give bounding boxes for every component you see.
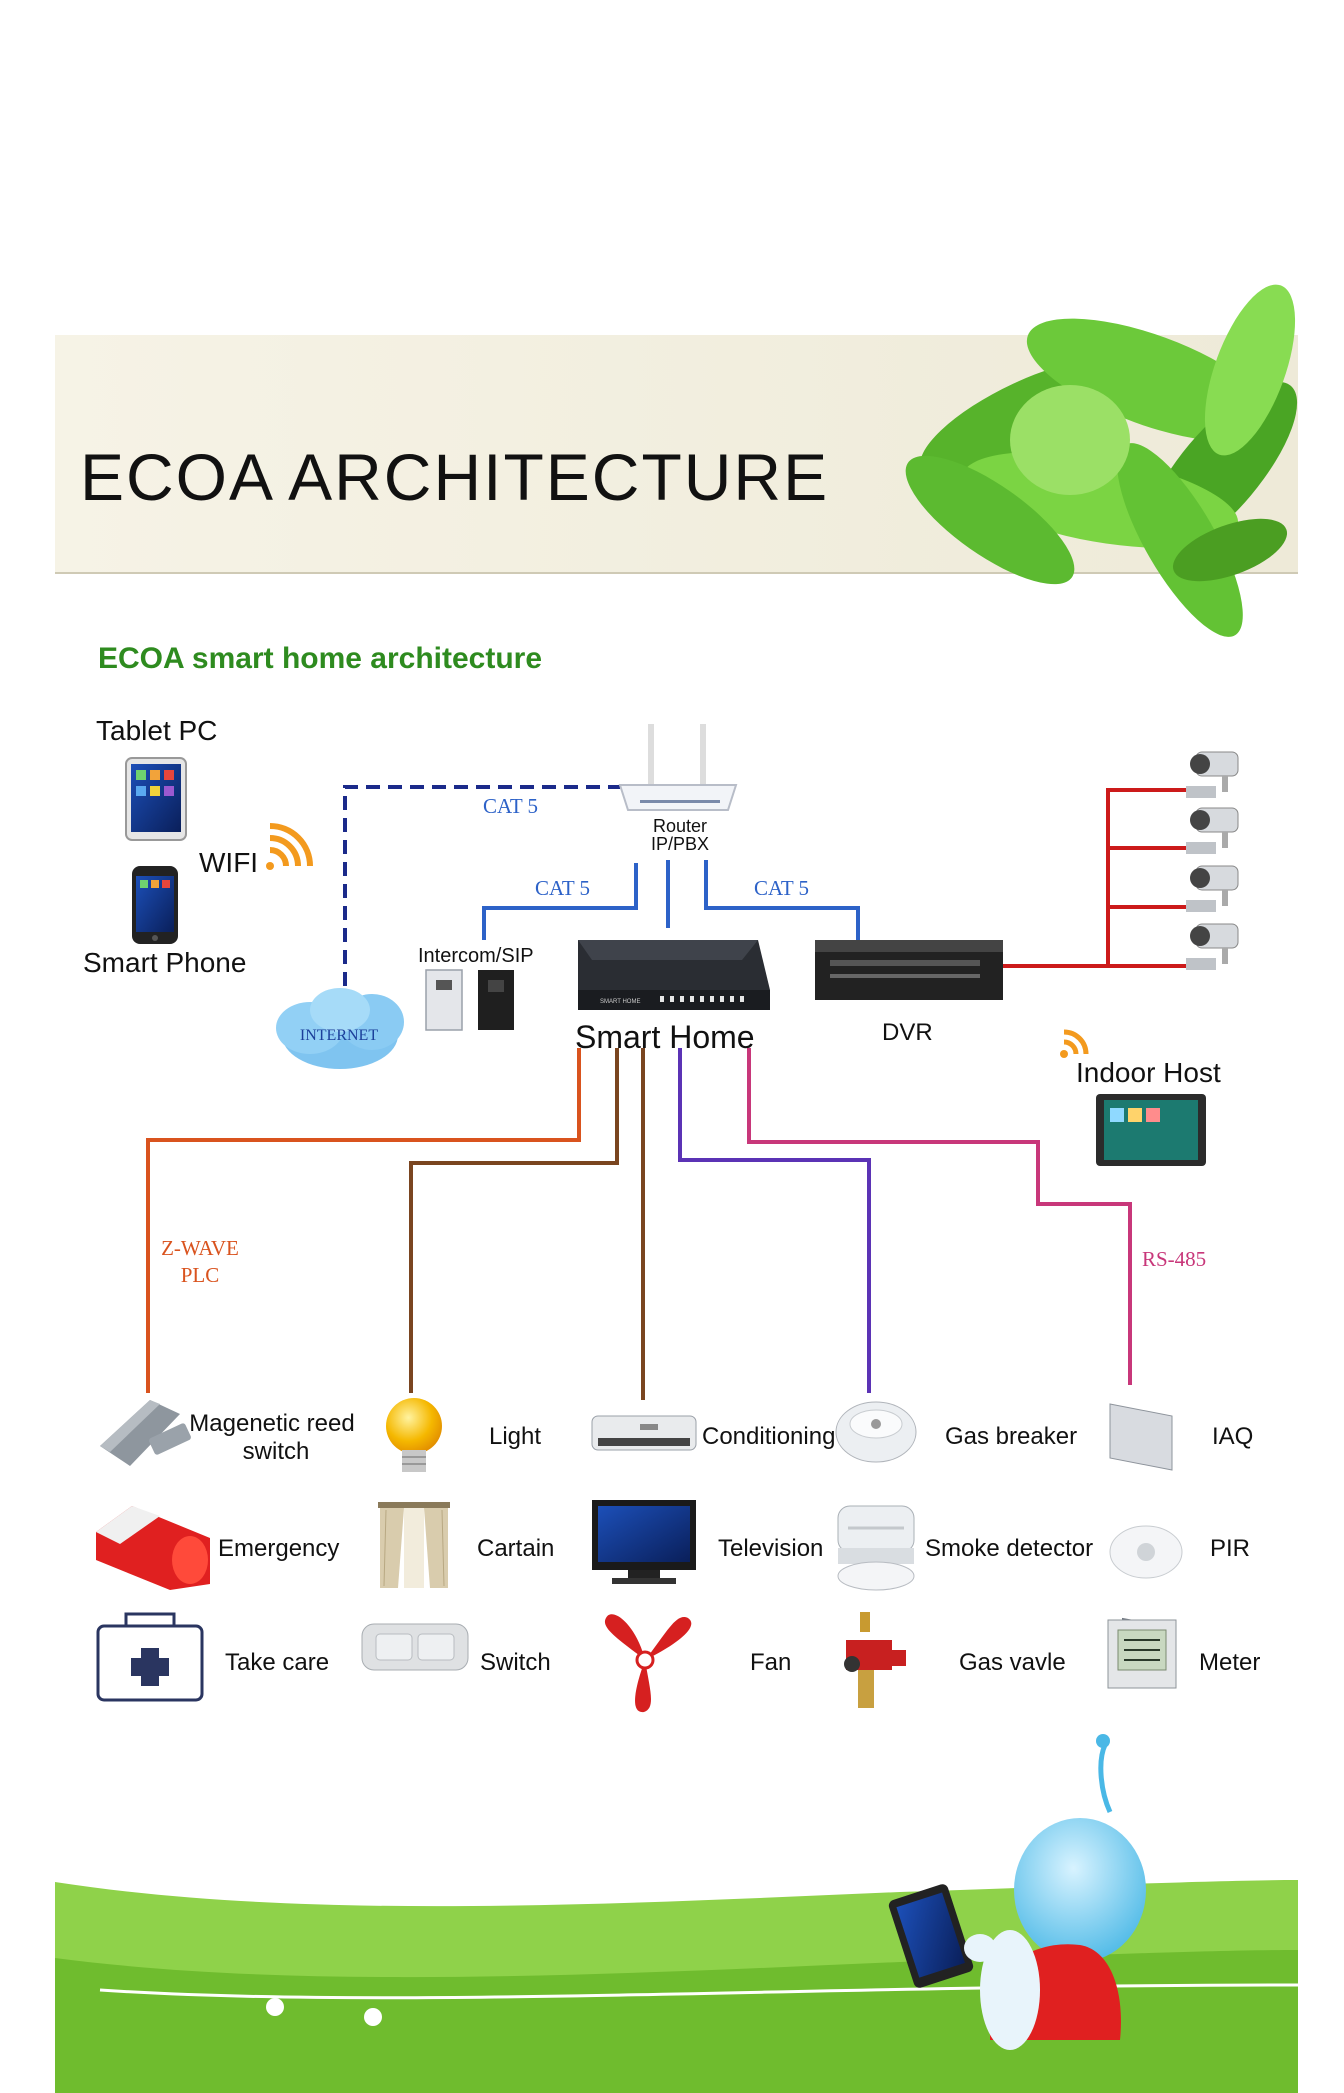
emergency-siren-icon: [96, 1506, 210, 1590]
magnetic-reed-label-line2: switch: [243, 1438, 310, 1465]
cat5-label-intercom: CAT 5: [535, 876, 590, 900]
wall-switch-icon: [361, 1623, 469, 1671]
light-bulb-icon: [386, 1398, 442, 1472]
indoor-host-icon: [1096, 1094, 1206, 1166]
dvr-camera-lines: [1003, 788, 1208, 968]
television-icon: [592, 1500, 696, 1584]
indoor-wifi-icon: [1060, 1029, 1089, 1058]
cat5-label-dvr: CAT 5: [754, 876, 809, 900]
connection-lines: [146, 785, 1208, 1400]
banner-title: ECOA ARCHITECTURE: [80, 440, 829, 514]
take-care-label: Take care: [225, 1649, 329, 1676]
internet-link-line: [343, 785, 620, 1030]
smart-home-label: Smart Home: [575, 1019, 755, 1055]
router-intercom-line: [482, 863, 638, 940]
dvr-icon: [815, 940, 1003, 1000]
zwave-label-line2: PLC: [181, 1263, 220, 1287]
air-conditioner-icon: [591, 1415, 697, 1451]
gas-valve-label: Gas vavle: [959, 1649, 1066, 1676]
dvr-label: DVR: [882, 1019, 933, 1046]
gas-valve-icon: [844, 1612, 906, 1708]
gas-breaker-icon: [835, 1401, 917, 1463]
meter-icon: [1107, 1619, 1177, 1689]
router-dvr-line: [704, 860, 860, 942]
device-row-3: Take care Switch Fan Gas vavle: [96, 1612, 1260, 1713]
smoke-detector-label: Smoke detector: [925, 1535, 1093, 1562]
light-line: [409, 1048, 619, 1393]
conditioning-label: Conditioning: [702, 1423, 835, 1450]
gas-breaker-label: Gas breaker: [945, 1423, 1077, 1450]
camera-icon: [1186, 923, 1239, 970]
switch-label: Switch: [480, 1649, 551, 1676]
router-icon: [618, 724, 738, 811]
wifi-label: WIFI: [199, 847, 258, 878]
television-label: Television: [718, 1535, 823, 1562]
emergency-label: Emergency: [218, 1535, 339, 1562]
tablet-pc-label: Tablet PC: [96, 715, 217, 746]
indoor-host-label: Indoor Host: [1076, 1057, 1221, 1088]
camera-icon: [1186, 865, 1239, 912]
curtain-label: Cartain: [477, 1535, 554, 1562]
pir-label: PIR: [1210, 1535, 1250, 1562]
camera-icon: [1186, 751, 1239, 798]
magnetic-reed-switch-icon: [100, 1400, 191, 1466]
magnetic-reed-label-line1: Magenetic reed: [189, 1410, 354, 1437]
smart-home-device-label: SMART HOME: [600, 999, 640, 1005]
device-row-2: Emergency Cartain Television Smoke detec…: [96, 1500, 1250, 1591]
internet-label: INTERNET: [300, 1027, 378, 1044]
rs485-line: [747, 1048, 1132, 1385]
fan-label: Fan: [750, 1649, 791, 1676]
meter-label: Meter: [1199, 1649, 1260, 1676]
router-label-line2: IP/PBX: [651, 834, 709, 854]
cat5-label-internet: CAT 5: [483, 794, 538, 818]
rs485-label: RS-485: [1142, 1247, 1206, 1271]
curtain-icon: [378, 1502, 450, 1588]
camera-icon: [1186, 807, 1239, 854]
iaq-sensor-icon: [1109, 1403, 1173, 1638]
smart-phone-icon: [132, 866, 178, 944]
banner: ECOA ARCHITECTURE: [55, 284, 1298, 637]
internet-cloud-icon: [276, 988, 404, 1069]
smoke-detector-icon: [837, 1505, 915, 1591]
section-title: ECOA smart home architecture: [98, 642, 542, 675]
pir-sensor-icon: [1109, 1525, 1183, 1579]
tablet-pc-icon: [125, 757, 187, 841]
wifi-icon: [266, 823, 313, 870]
leaves-decoration: [905, 284, 1298, 637]
router-label-line1: Router: [653, 816, 707, 836]
mascot-illustration: [888, 1734, 1146, 2050]
intercom-icon: [425, 969, 514, 1031]
fan-icon: [604, 1614, 692, 1713]
iaq-label: IAQ: [1212, 1423, 1253, 1450]
smart-phone-label: Smart Phone: [83, 947, 246, 978]
intercom-label: Intercom/SIP: [418, 945, 534, 967]
zwave-line: [146, 1048, 581, 1393]
gas-breaker-line: [678, 1048, 871, 1393]
first-aid-kit-icon: [96, 1612, 204, 1702]
camera-icons: [1186, 751, 1239, 970]
light-label: Light: [489, 1423, 541, 1450]
smart-home-hub-icon: SMART HOME: [578, 940, 770, 1010]
zwave-label-line1: Z-WAVE: [161, 1236, 239, 1260]
device-row-1: Magenetic reed switch Light Conditioning…: [100, 1398, 1253, 1638]
